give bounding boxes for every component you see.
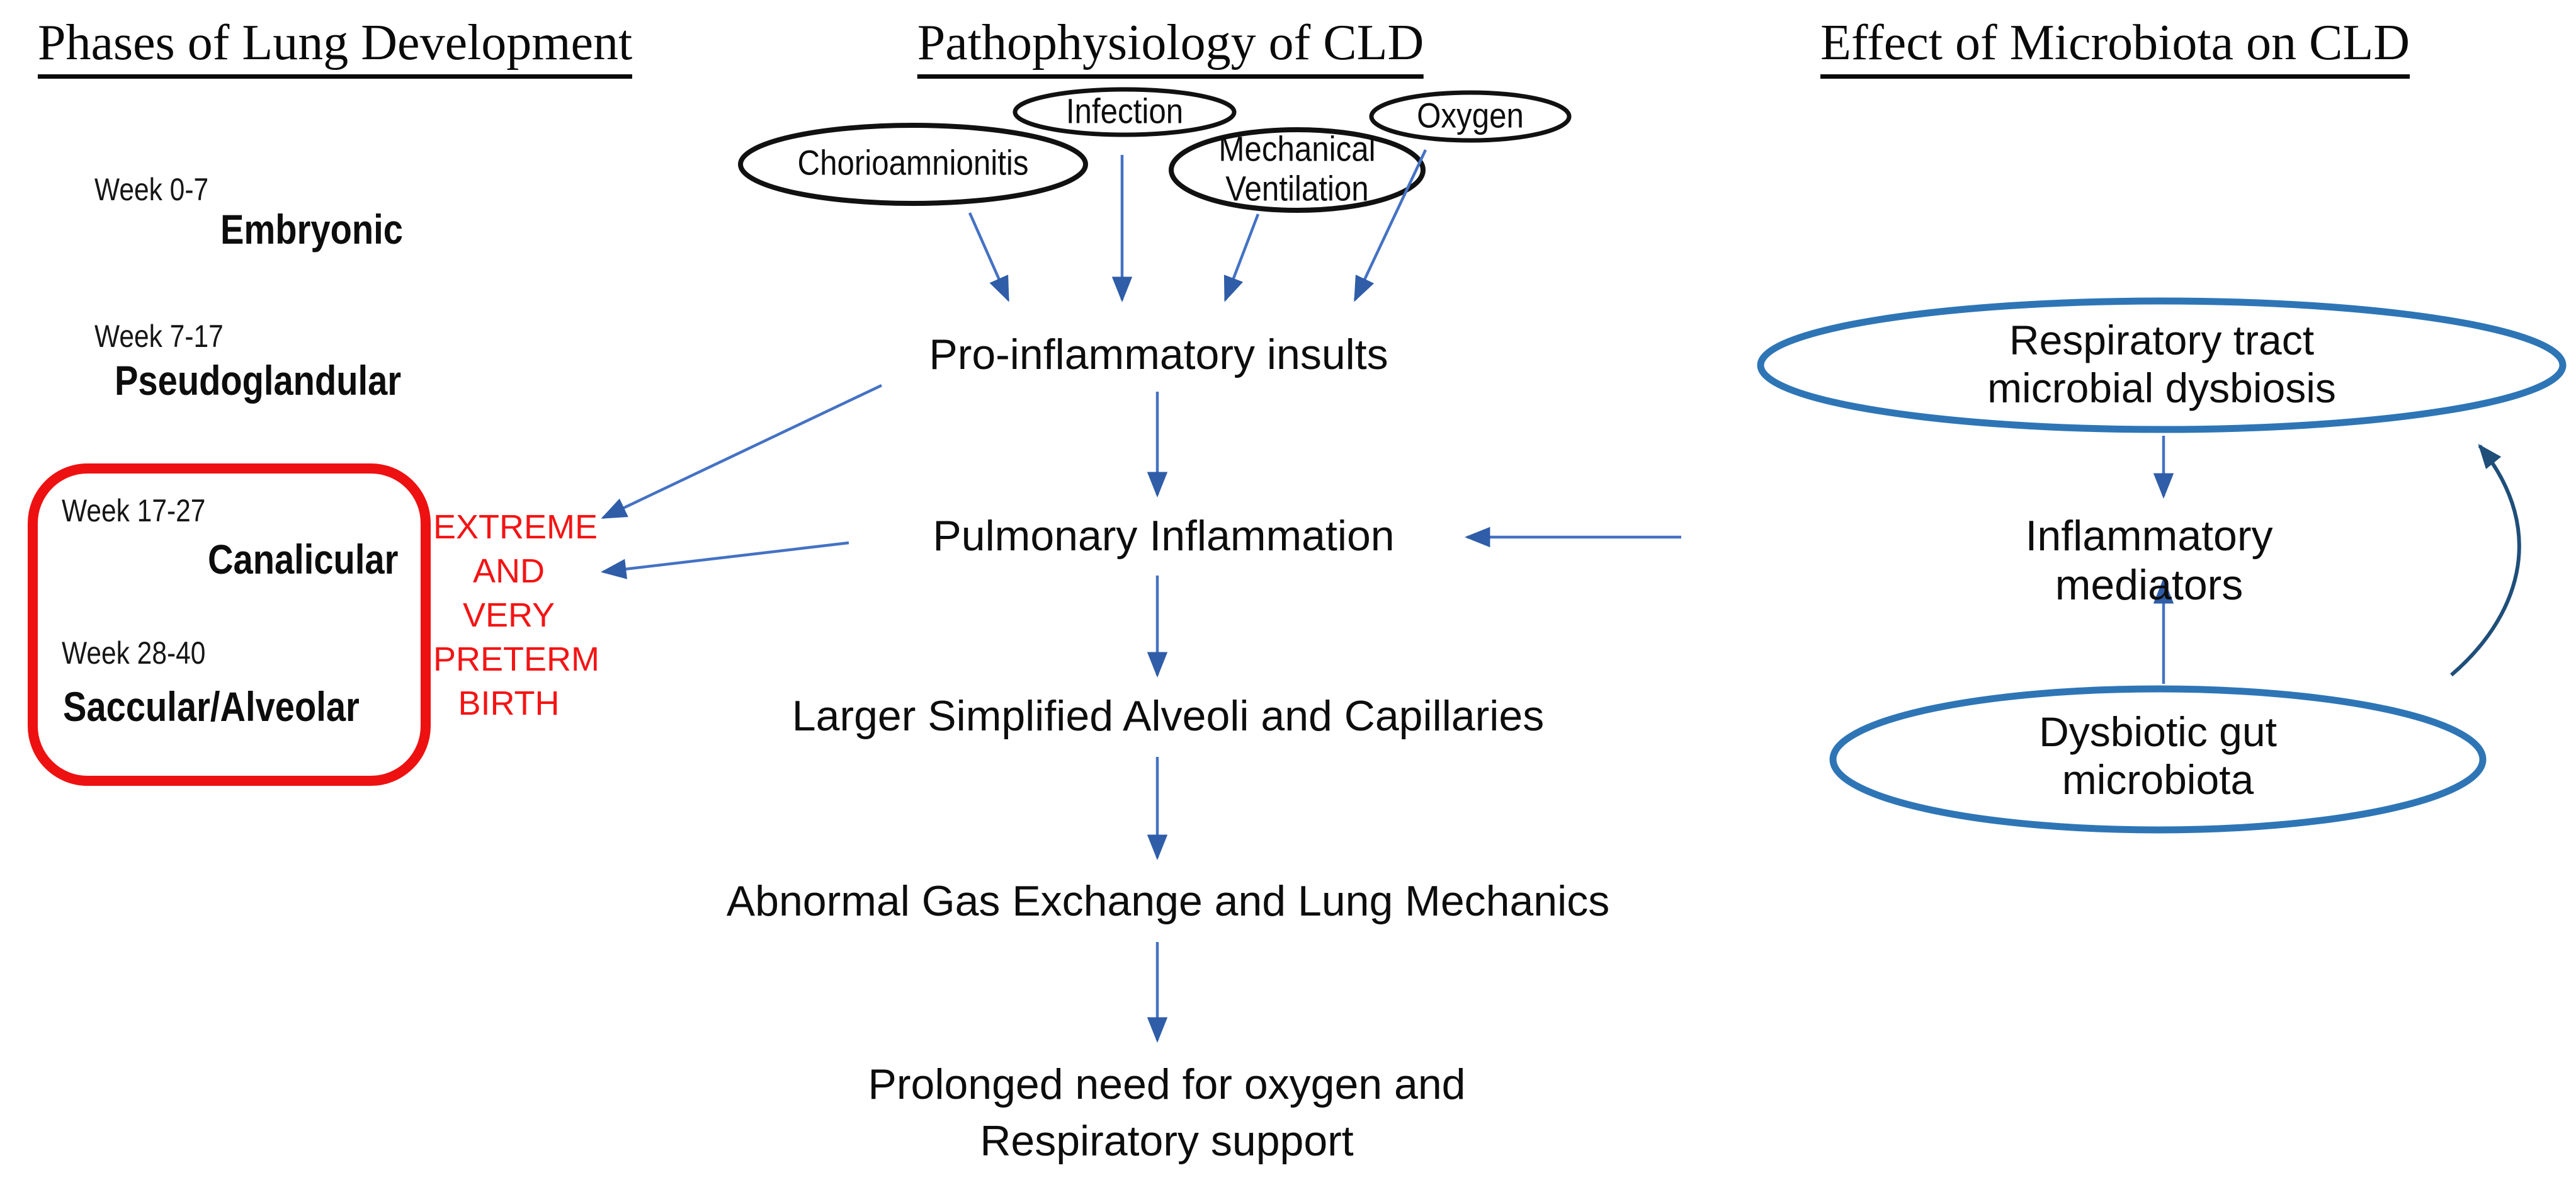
source-oxygen-label: Oxygen xyxy=(1417,95,1524,135)
phase-week-embryonic: Week 0-7 xyxy=(94,172,209,207)
left-column-title: Phases of Lung Development xyxy=(38,16,633,79)
arrow-ventilation-to-insults xyxy=(1223,213,1260,302)
node-inflammatory-mediators-label: Inflammatory mediators xyxy=(2025,512,2273,609)
cascade-pro-inflammatory-insults: Pro-inflammatory insults xyxy=(929,331,1388,378)
phase-name-canalicular: Canalicular xyxy=(208,536,399,582)
phase-name-saccular: Saccular/Alveolar xyxy=(63,683,360,730)
arrow-chorioamnionitis-to-insults xyxy=(968,212,1010,302)
arrow-insults-to-preterm xyxy=(601,383,882,519)
phase-name-pseudoglandular: Pseudoglandular xyxy=(115,357,402,404)
cascade-pulmonary-inflammation: Pulmonary Inflammation xyxy=(933,512,1395,560)
source-infection-label: Infection xyxy=(1065,91,1184,131)
arrow-oxygen-to-insults xyxy=(1353,149,1427,302)
source-chorioamnionitis-label: Chorioamnionitis xyxy=(797,142,1029,183)
preterm-line-2: AND xyxy=(472,552,545,590)
preterm-phases-highlight-box xyxy=(28,463,431,786)
middle-column-title: Pathophysiology of CLD xyxy=(917,16,1424,79)
respiratory-dysbiosis-ellipse xyxy=(1757,297,2567,433)
node-respiratory-dysbiosis-label: Respiratory tract microbial dysbiosis xyxy=(1987,317,2336,411)
gut-microbiota-ellipse xyxy=(1829,685,2487,834)
preterm-line-4: PRETERM xyxy=(433,640,600,678)
preterm-birth-label: EXTREME AND VERY PRETERM BIRTH xyxy=(433,505,600,725)
cascade-prolonged-oxygen-need: Prolonged need for oxygen and Respirator… xyxy=(868,1060,1466,1165)
mechanical-ventilation-ellipse xyxy=(1169,127,1426,213)
curved-arrow-gut-to-dysbiosis xyxy=(2450,443,2521,677)
phase-week-canalicular: Week 17-27 xyxy=(62,493,206,528)
preterm-line-1: EXTREME xyxy=(433,508,598,546)
source-mechanical-ventilation-label: Mechanical Ventilation xyxy=(1218,128,1376,208)
preterm-line-5: BIRTH xyxy=(458,684,560,722)
infection-ellipse xyxy=(1013,87,1237,137)
cascade-abnormal-gas-exchange: Abnormal Gas Exchange and Lung Mechanics xyxy=(726,877,1610,925)
oxygen-ellipse xyxy=(1369,90,1572,143)
phase-week-saccular: Week 28-40 xyxy=(62,635,206,671)
phase-name-embryonic: Embryonic xyxy=(220,206,403,253)
node-gut-microbiota-label: Dysbiotic gut microbiota xyxy=(2039,708,2277,803)
phase-week-pseudoglandular: Week 7-17 xyxy=(94,319,224,354)
right-column-title: Effect of Microbiota on CLD xyxy=(1820,16,2410,79)
arrow-inflammation-to-preterm xyxy=(600,541,849,579)
cascade-larger-simplified-alveoli: Larger Simplified Alveoli and Capillarie… xyxy=(792,692,1545,740)
preterm-line-3: VERY xyxy=(462,596,555,634)
chorioamnionitis-ellipse xyxy=(738,123,1088,206)
